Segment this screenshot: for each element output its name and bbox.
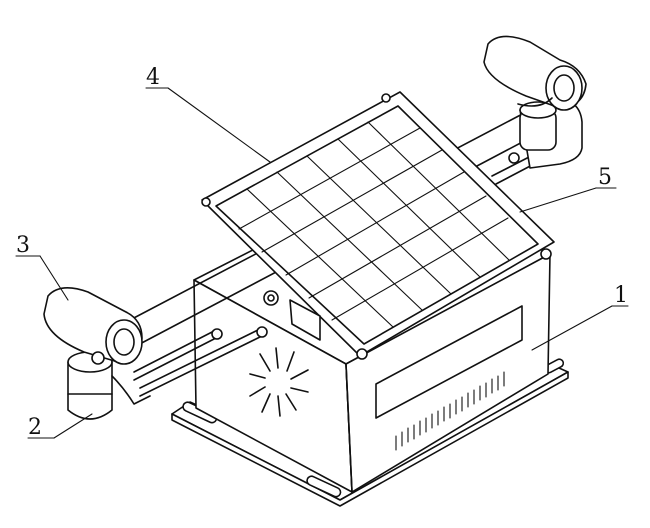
callouts bbox=[15, 87, 629, 439]
label-3: 3 bbox=[16, 233, 30, 258]
label-1: 1 bbox=[614, 283, 628, 308]
base-slot-bottom bbox=[306, 475, 342, 498]
front-window bbox=[375, 305, 523, 419]
solar-panel bbox=[201, 91, 555, 360]
camera-right bbox=[483, 35, 587, 169]
base-plate-edge bbox=[171, 371, 569, 507]
panel-surface bbox=[215, 105, 539, 345]
label-5: 5 bbox=[598, 165, 612, 190]
mount bbox=[67, 361, 113, 420]
front-vents bbox=[395, 371, 505, 451]
label-4: 4 bbox=[146, 65, 160, 90]
radial-vent bbox=[249, 347, 309, 417]
label-2: 2 bbox=[28, 415, 42, 440]
camera-left bbox=[43, 287, 151, 420]
